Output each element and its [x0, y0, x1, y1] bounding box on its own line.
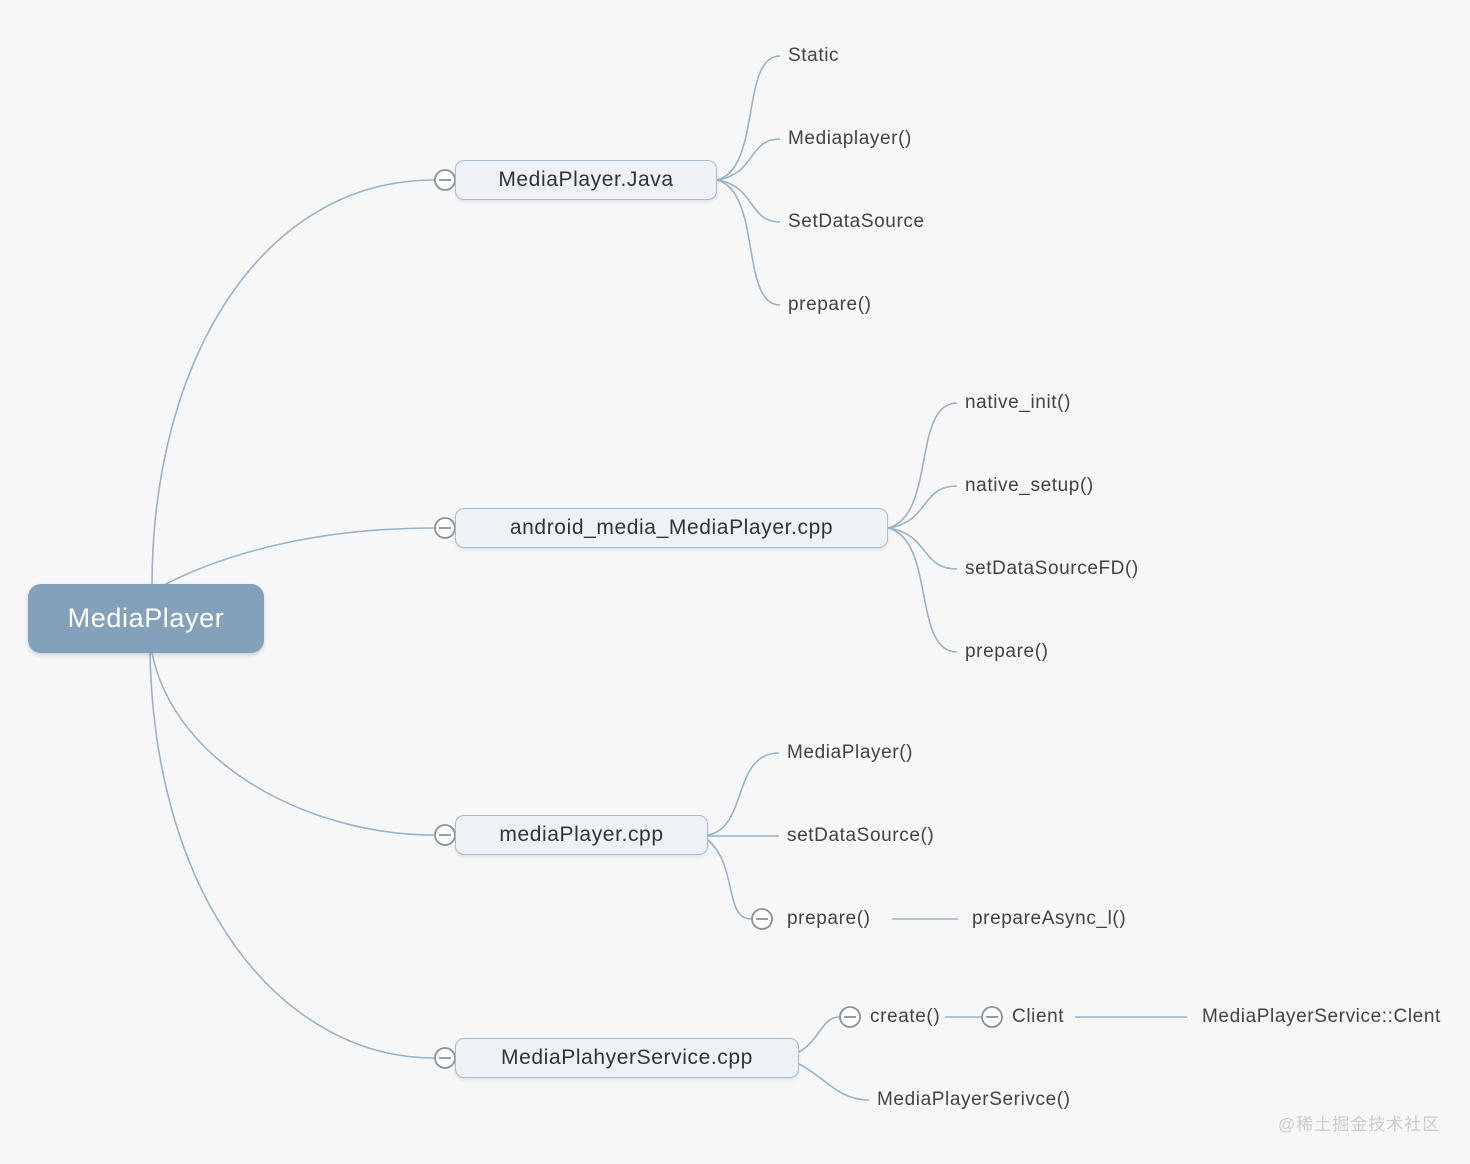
- branch-node-mediaplayer-java[interactable]: MediaPlayer.Java: [455, 160, 717, 200]
- connector-mps-to-mediaplayerserivce: [798, 1063, 870, 1101]
- branch-node-mediaplayer-cpp[interactable]: mediaPlayer.cpp: [455, 815, 708, 855]
- connector-java-to-mediaplayer-fn: [716, 138, 781, 181]
- leaf-setdatasource[interactable]: SetDataSource: [788, 211, 925, 232]
- leaf-mediaplayer-fn[interactable]: Mediaplayer(): [788, 128, 912, 149]
- leaf-static[interactable]: Static: [788, 45, 840, 66]
- connector-java-to-static: [716, 55, 781, 181]
- connector-mpcpp-to-mediaplayer-fn: [707, 752, 780, 836]
- leaf-mpcpp-setdatasource-fn[interactable]: setDataSource(): [787, 825, 935, 846]
- collapse-icon-android-media-cpp[interactable]: [434, 517, 456, 539]
- connector-android-to-native-setup: [887, 485, 958, 529]
- connector-root-to-mediaplayer-java: [151, 179, 435, 587]
- collapse-icon-mediaplayer-cpp[interactable]: [434, 824, 456, 846]
- leaf-create[interactable]: create(): [870, 1006, 941, 1027]
- leaf-client[interactable]: Client: [1012, 1006, 1065, 1027]
- leaf-java-prepare[interactable]: prepare(): [788, 294, 872, 315]
- root-node-mediaplayer[interactable]: MediaPlayer: [28, 584, 264, 653]
- connector-android-to-native-init: [887, 402, 958, 529]
- collapse-icon-client[interactable]: [981, 1006, 1003, 1028]
- leaf-native-init[interactable]: native_init(): [965, 392, 1072, 413]
- collapse-icon-prepare[interactable]: [751, 908, 773, 930]
- branch-node-mediaplayerservice-cpp[interactable]: MediaPlahyerService.cpp: [455, 1038, 799, 1078]
- connector-root-to-android-media-cpp: [161, 527, 435, 587]
- leaf-mpcpp-mediaplayer-fn[interactable]: MediaPlayer(): [787, 742, 914, 763]
- leaf-setdatasourcefd[interactable]: setDataSourceFD(): [965, 558, 1139, 579]
- leaf-mediaplayerservice-clent[interactable]: MediaPlayerService::Clent: [1202, 1006, 1441, 1027]
- collapse-icon-mediaplayerservice-cpp[interactable]: [434, 1047, 456, 1069]
- connector-mpcpp-to-prepare: [707, 839, 752, 920]
- connector-java-to-prepare: [716, 179, 781, 306]
- connector-mps-to-create: [798, 1016, 840, 1053]
- collapse-icon-mediaplayer-java[interactable]: [434, 169, 456, 191]
- connector-root-to-mediaplayerservice-cpp: [149, 652, 435, 1059]
- collapse-icon-create[interactable]: [839, 1006, 861, 1028]
- connector-java-to-setdatasource: [716, 179, 781, 223]
- leaf-mediaplayerserivce-fn[interactable]: MediaPlayerSerivce(): [877, 1089, 1071, 1110]
- leaf-native-setup[interactable]: native_setup(): [965, 475, 1094, 496]
- connector-android-to-setdatasourcefd: [887, 527, 958, 570]
- branch-node-android-media-mediaplayer-cpp[interactable]: android_media_MediaPlayer.cpp: [455, 508, 888, 548]
- leaf-mpcpp-prepare[interactable]: prepare(): [787, 908, 871, 929]
- connector-root-to-mediaplayer-cpp: [151, 652, 435, 836]
- leaf-android-prepare[interactable]: prepare(): [965, 641, 1049, 662]
- leaf-prepareasync-l[interactable]: prepareAsync_l(): [972, 908, 1127, 929]
- connector-android-to-prepare: [887, 527, 958, 653]
- watermark: @稀土掘金技术社区: [1278, 1115, 1441, 1134]
